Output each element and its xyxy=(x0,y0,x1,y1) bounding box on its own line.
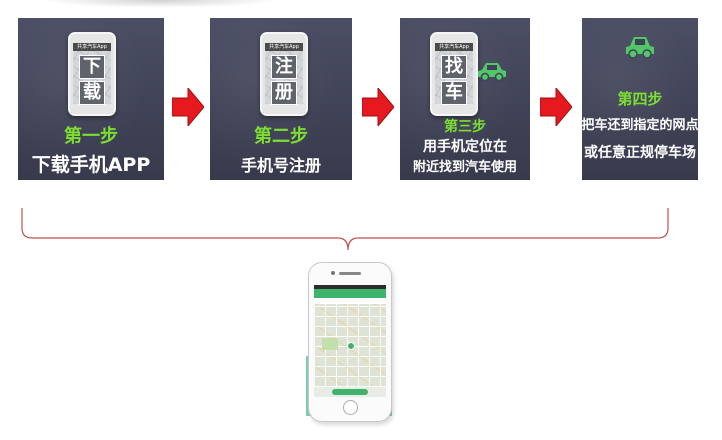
phone-screen: 共享汽车App 下 载 xyxy=(73,43,111,107)
app-label: 共享汽车App xyxy=(265,43,303,51)
speaker-icon xyxy=(339,272,361,275)
step-title: 第二步 xyxy=(254,126,308,147)
home-button-icon xyxy=(343,400,358,415)
arrow-right-icon xyxy=(540,88,572,126)
step-4-card: 第四步 把车还到指定的网点 或任意正规停车场 xyxy=(582,18,698,180)
step-description-line-1: 用手机定位在 xyxy=(423,139,507,155)
car-icon xyxy=(478,63,506,82)
step-title: 第三步 xyxy=(444,119,486,135)
camera-icon xyxy=(331,271,335,275)
arrow-right-icon xyxy=(362,88,394,126)
arrow-right-icon xyxy=(172,88,204,126)
status-bar xyxy=(314,285,386,289)
app-header xyxy=(314,289,386,298)
phone-icon xyxy=(308,262,392,422)
step-1-card: 共享汽车App 下 载 第一步 下载手机APP xyxy=(18,18,164,180)
step-title: 第一步 xyxy=(64,126,118,147)
step-title: 第四步 xyxy=(617,90,663,108)
glyph: 找 xyxy=(441,55,467,79)
decorative-shadow xyxy=(40,0,280,8)
action-button xyxy=(332,389,368,395)
step-description-line-2: 附近找到汽车使用 xyxy=(412,160,517,175)
glyph: 册 xyxy=(271,81,297,105)
app-label: 共享汽车App xyxy=(435,43,473,51)
phone-screen: 共享汽车App 注 册 xyxy=(265,43,303,107)
step-glyphs: 找 车 xyxy=(441,55,467,107)
step-description-line-2: 或任意正规停车场 xyxy=(584,145,696,161)
car-icon xyxy=(626,37,654,59)
phone-icon: 共享汽车App 下 载 xyxy=(68,32,116,116)
grouping-bracket xyxy=(21,208,669,251)
glyph: 下 xyxy=(79,55,105,79)
map-park xyxy=(322,338,338,350)
step-2-card: 共享汽车App 注 册 第二步 手机号注册 xyxy=(210,18,352,180)
glyph: 车 xyxy=(441,81,467,105)
step-description: 下载手机APP xyxy=(31,154,151,176)
map-pin-icon xyxy=(347,342,355,350)
app-label: 共享汽车App xyxy=(73,43,111,51)
step-description: 手机号注册 xyxy=(240,156,321,175)
step-description-line-1: 把车还到指定的网点 xyxy=(582,118,698,133)
map-screen xyxy=(314,285,386,397)
step-3-card: 共享汽车App 找 车 第三步 用手机定位在 附近找到汽车使用 xyxy=(400,18,530,180)
step-glyphs: 下 载 xyxy=(79,55,105,107)
map-view xyxy=(314,304,386,387)
phone-icon: 共享汽车App 找 车 xyxy=(430,32,478,116)
glyph: 注 xyxy=(271,55,297,79)
step-glyphs: 注 册 xyxy=(271,55,297,107)
phone-icon: 共享汽车App 注 册 xyxy=(260,32,308,116)
phone-screen: 共享汽车App 找 车 xyxy=(435,43,473,107)
glyph: 载 xyxy=(79,81,105,105)
